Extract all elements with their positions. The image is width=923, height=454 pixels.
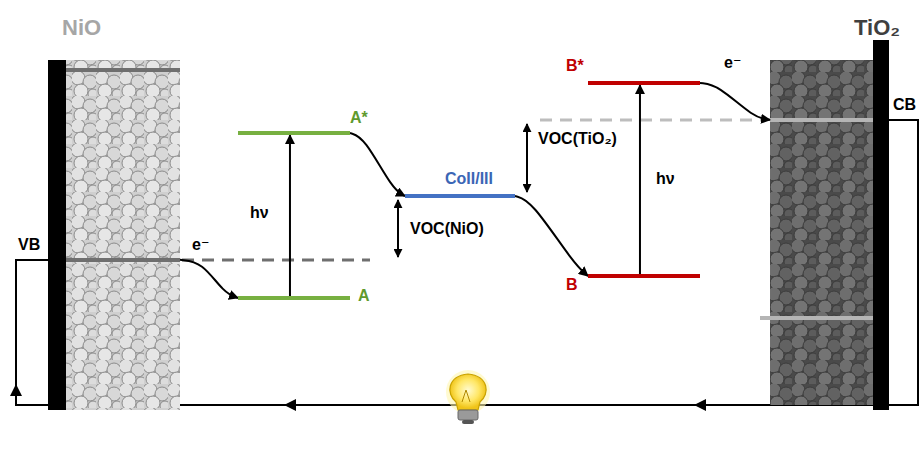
voltage-arrow [526, 124, 528, 192]
tio2-fermi-level [540, 119, 766, 122]
bulb-tip [462, 420, 474, 424]
band-label: CB [893, 96, 916, 114]
excitation-arrow [289, 135, 291, 296]
voltage-arrow [397, 200, 399, 257]
photon-label: hν [248, 204, 271, 222]
transfer-arrow [180, 260, 238, 298]
nio-band-edge [66, 68, 180, 72]
redox-level: CoII/III [405, 194, 515, 198]
electrode: NiO [48, 60, 180, 410]
nio-particles [66, 60, 180, 410]
nio-contact [48, 60, 66, 410]
node-label: NiO [62, 16, 101, 40]
energy-level: B [588, 274, 700, 278]
current-arrow [290, 404, 296, 406]
energy-level: B* [588, 81, 700, 85]
nio-valence-band [66, 258, 180, 262]
excitation-arrow [639, 85, 641, 274]
voltage-label: VOC(NiO) [410, 220, 484, 238]
tio2-conduction-band [770, 118, 873, 122]
bulb-filament [462, 390, 470, 402]
electron-label: e⁻ [722, 54, 743, 72]
electron-label: e⁻ [190, 236, 211, 254]
node-label: CoII/III [445, 170, 493, 188]
node-label: TiO₂ [854, 16, 900, 40]
voltage-label: VOC(TiO₂) [538, 130, 617, 148]
node-label: A [358, 287, 370, 305]
nio-fermi-level [182, 259, 370, 262]
tio2-contact [873, 40, 889, 410]
transfer-arrow [350, 133, 405, 196]
node-label: A* [350, 109, 368, 127]
electrode: TiO₂ [770, 60, 890, 410]
tio2-particles [770, 60, 875, 405]
bulb-glass [450, 374, 486, 410]
bulb-glow [446, 370, 490, 414]
transfer-arrow [700, 83, 770, 120]
bulb-base [458, 410, 478, 420]
node-label: B [566, 276, 578, 294]
tio2-band-edge [760, 316, 873, 320]
transfer-arrow [515, 196, 588, 276]
current-arrow [15, 390, 17, 396]
band-label: VB [18, 236, 40, 254]
node-label: B* [566, 57, 584, 75]
light-bulb [446, 370, 490, 424]
photon-label: hν [654, 170, 677, 188]
energy-level: A* [238, 131, 350, 135]
current-arrow [700, 404, 706, 406]
energy-level: A [238, 296, 350, 300]
